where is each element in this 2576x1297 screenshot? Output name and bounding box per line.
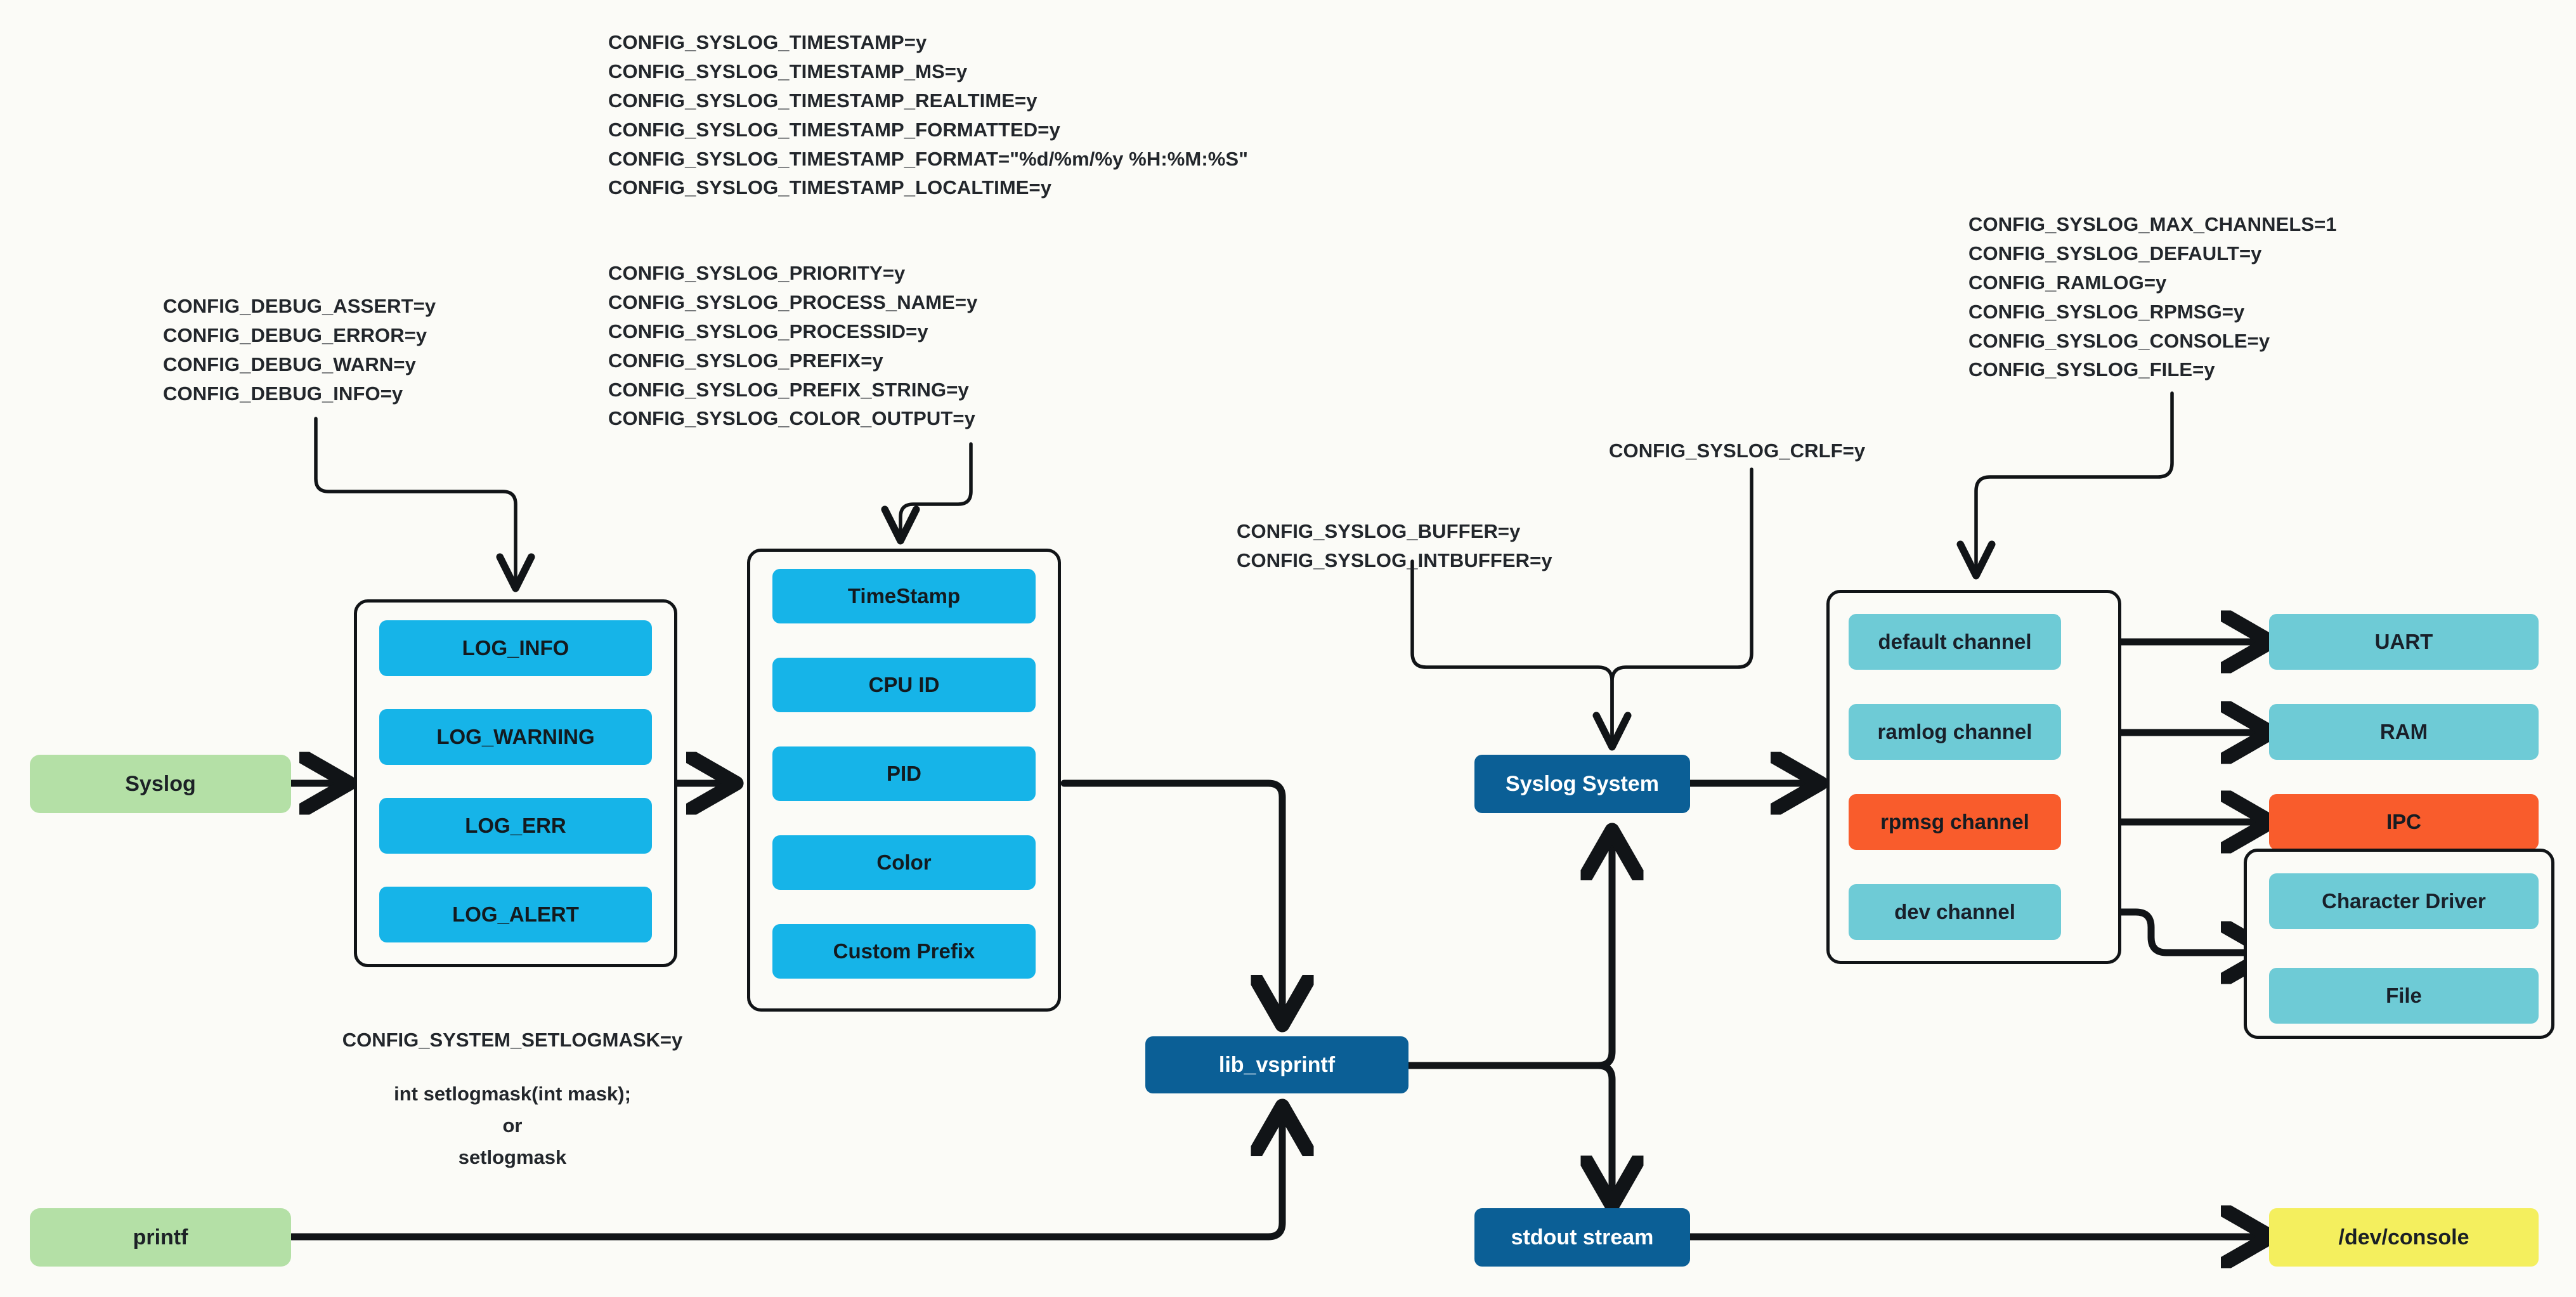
wire-dev-to-driver xyxy=(2057,908,2264,953)
node-ipc[interactable]: IPC xyxy=(2269,794,2539,850)
node-syslog-system[interactable]: Syslog System xyxy=(1474,755,1690,813)
node-uart[interactable]: UART xyxy=(2269,614,2539,670)
node-stdout-stream[interactable]: stdout stream xyxy=(1474,1208,1690,1267)
node-syslog[interactable]: Syslog xyxy=(30,755,291,813)
wire-channelcfg-to-channels xyxy=(1976,391,2174,571)
config-prefix-block: CONFIG_SYSLOG_PRIORITY=y CONFIG_SYSLOG_P… xyxy=(608,262,978,430)
setlogmask-api-note: int setlogmask(int mask); or setlogmask xyxy=(394,1083,631,1169)
node-log-warning[interactable]: LOG_WARNING xyxy=(379,709,652,765)
config-debug-block: CONFIG_DEBUG_ASSERT=y CONFIG_DEBUG_ERROR… xyxy=(163,295,436,405)
wire-prefix-to-fields xyxy=(901,442,973,536)
node-timestamp[interactable]: TimeStamp xyxy=(772,569,1036,623)
node-lib-vsprintf[interactable]: lib_vsprintf xyxy=(1145,1036,1408,1093)
node-custom-prefix[interactable]: Custom Prefix xyxy=(772,924,1036,979)
node-color[interactable]: Color xyxy=(772,835,1036,890)
wire-fields-to-libvsprintf xyxy=(1060,779,1282,1018)
wire-libvsprintf-to-syslogsystem xyxy=(1405,837,1612,1069)
node-printf[interactable]: printf xyxy=(30,1208,291,1267)
node-dev-console[interactable]: /dev/console xyxy=(2269,1208,2539,1267)
node-ram[interactable]: RAM xyxy=(2269,704,2539,760)
config-buffer-block: CONFIG_SYSLOG_BUFFER=y CONFIG_SYSLOG_INT… xyxy=(1237,520,1552,571)
config-channels-block: CONFIG_SYSLOG_MAX_CHANNELS=1 CONFIG_SYSL… xyxy=(1968,213,2337,381)
wire-printf-to-libvsprintf xyxy=(288,1113,1282,1241)
node-pid[interactable]: PID xyxy=(772,746,1036,801)
node-log-alert[interactable]: LOG_ALERT xyxy=(379,887,652,942)
node-dev-channel[interactable]: dev channel xyxy=(1849,884,2061,940)
node-log-info[interactable]: LOG_INFO xyxy=(379,620,652,676)
node-file[interactable]: File xyxy=(2269,968,2539,1024)
wire-libvsprintf-to-stdout xyxy=(1405,1062,1612,1199)
node-default-channel[interactable]: default channel xyxy=(1849,614,2061,670)
wire-crlf-to-syslogsystem xyxy=(1610,467,1753,744)
node-character-driver[interactable]: Character Driver xyxy=(2269,873,2539,929)
node-ramlog-channel[interactable]: ramlog channel xyxy=(1849,704,2061,760)
node-log-err[interactable]: LOG_ERR xyxy=(379,798,652,854)
config-crlf-label: CONFIG_SYSLOG_CRLF=y xyxy=(1609,440,1866,462)
config-setlogmask-label: CONFIG_SYSTEM_SETLOGMASK=y xyxy=(342,1029,683,1051)
node-cpu-id[interactable]: CPU ID xyxy=(772,658,1036,712)
node-rpmsg-channel[interactable]: rpmsg channel xyxy=(1849,794,2061,850)
wire-debug-to-loglevels xyxy=(314,417,516,583)
wire-buffer-to-syslogsystem xyxy=(1410,559,1612,742)
config-timestamp-block: CONFIG_SYSLOG_TIMESTAMP=y CONFIG_SYSLOG_… xyxy=(608,31,1248,199)
